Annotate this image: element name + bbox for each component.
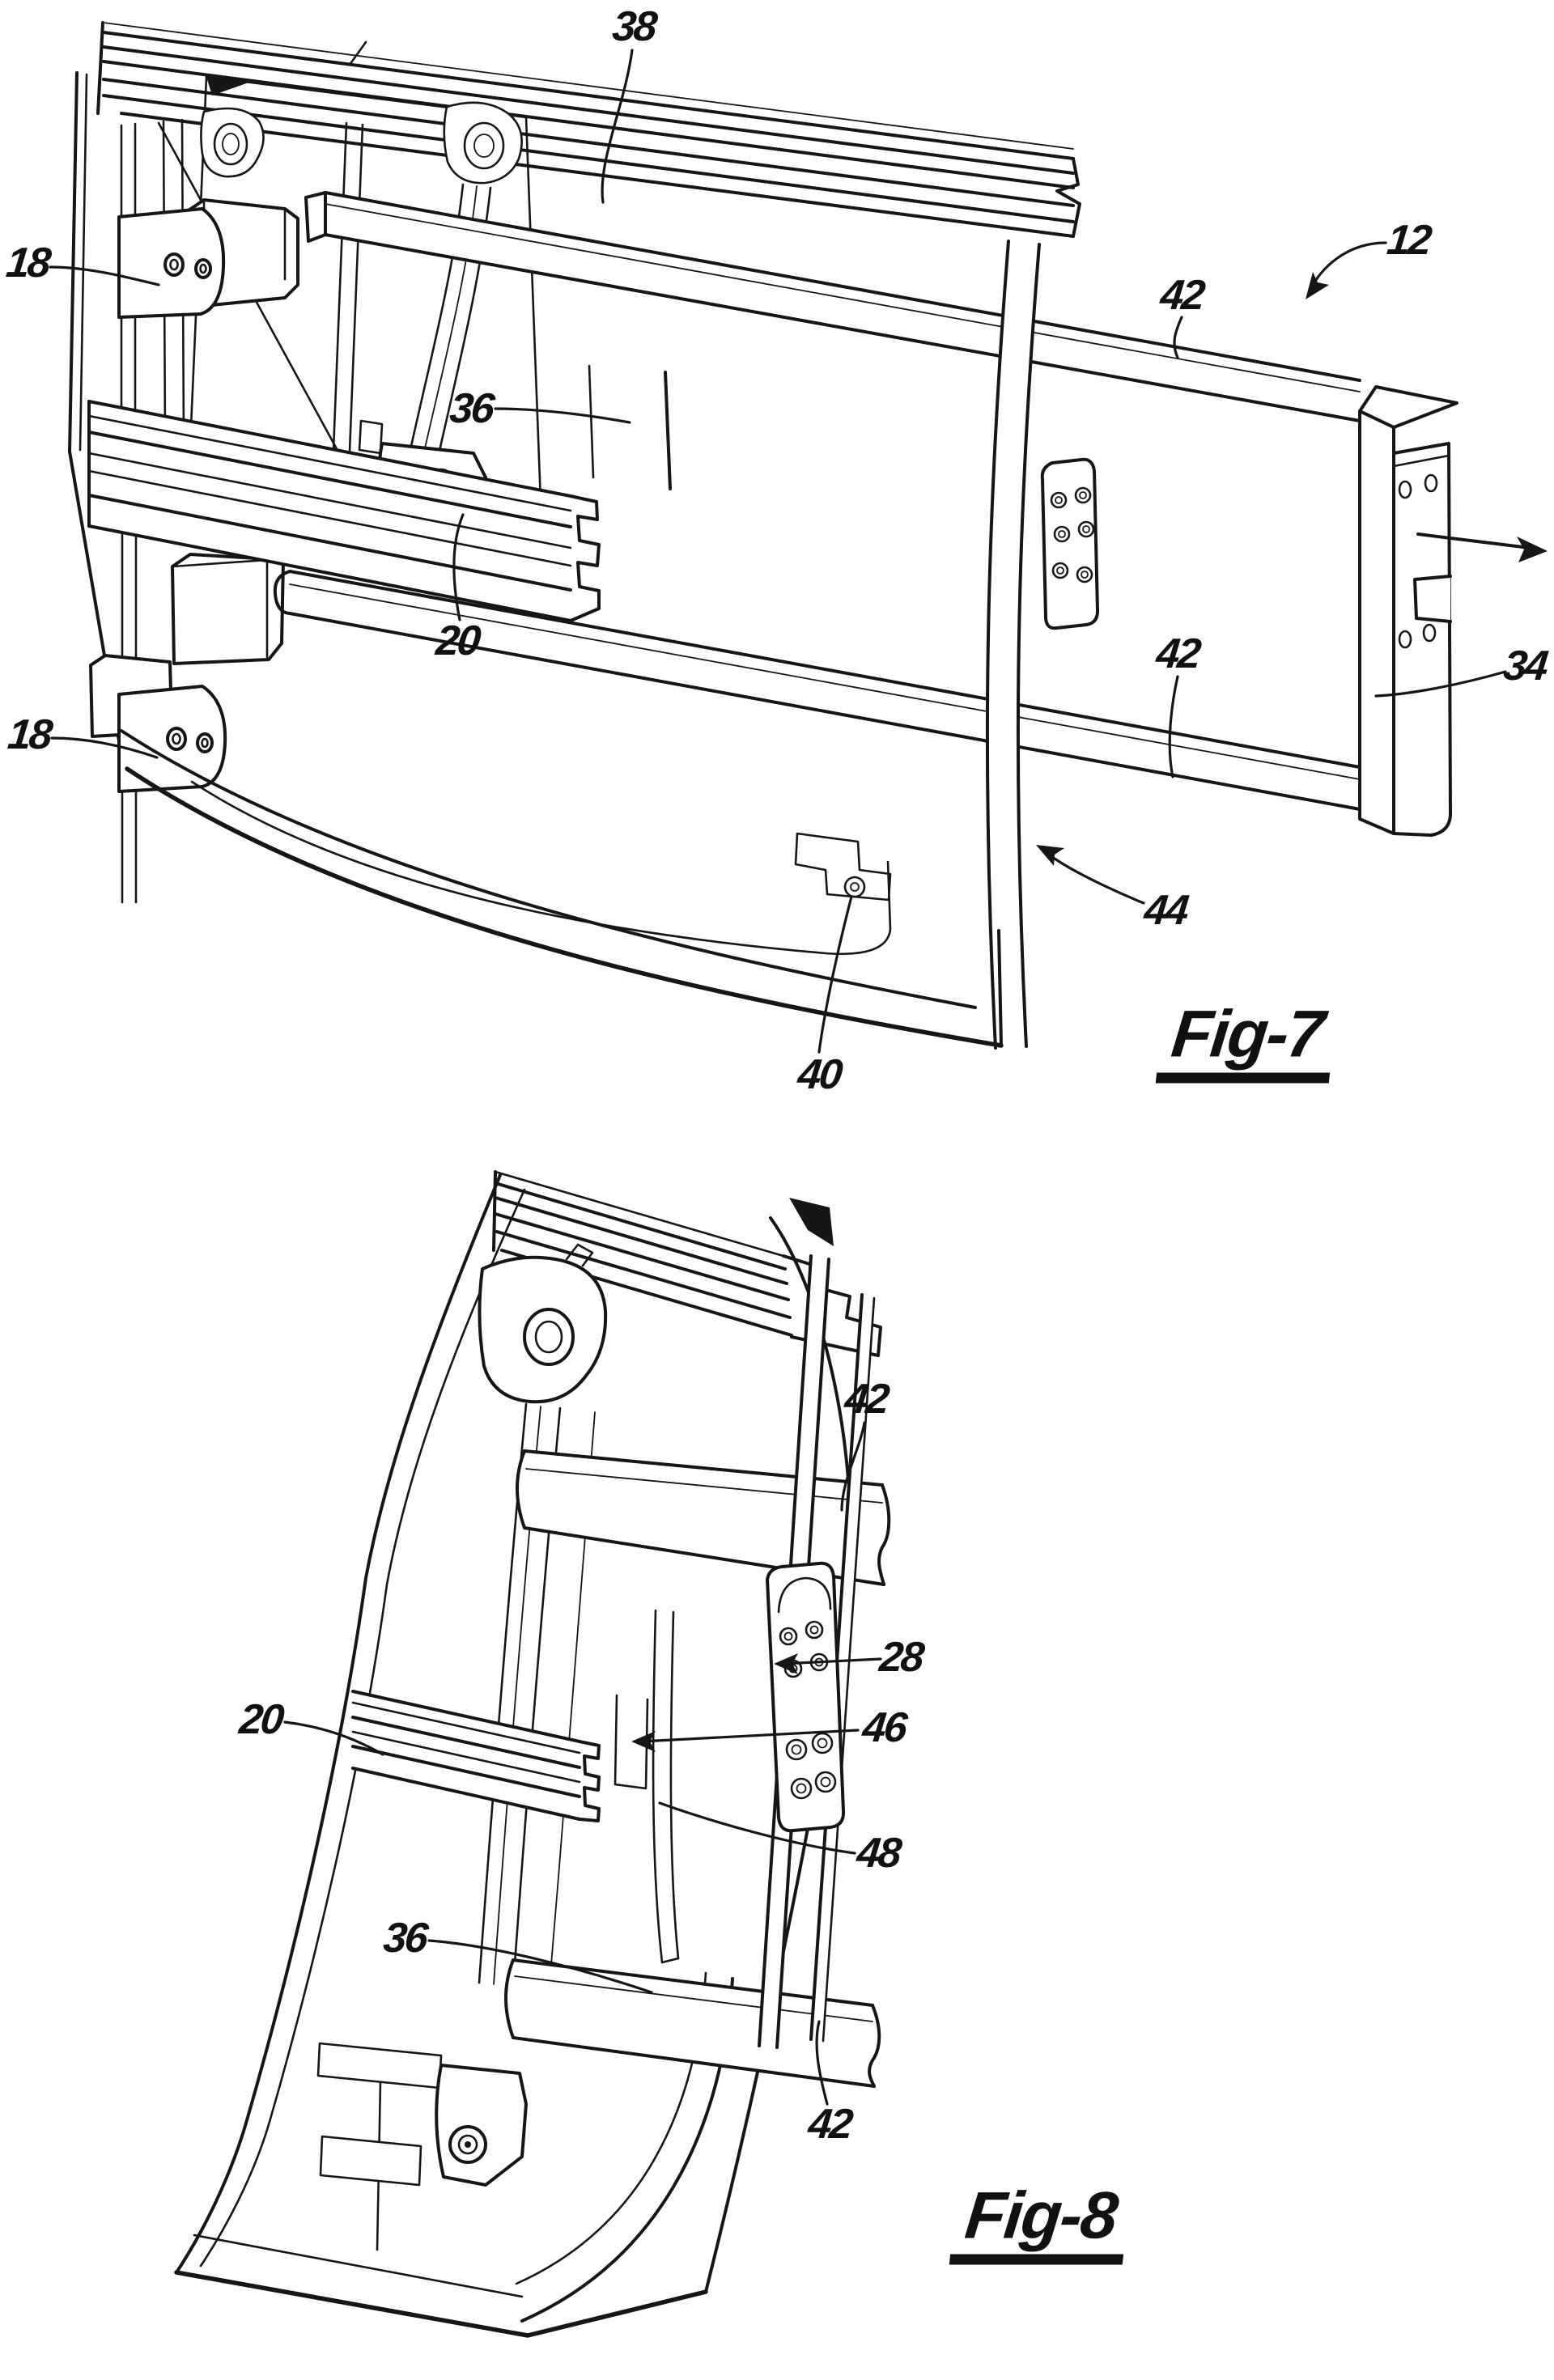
fig8-upper-rail-42 xyxy=(516,1449,891,1586)
lower-rail-42 xyxy=(273,570,1361,811)
fig8-leaders xyxy=(283,1421,882,2106)
door-bottom xyxy=(120,729,1004,1048)
fig8-guide-rail-20 xyxy=(351,1690,601,1822)
direction-arrow xyxy=(1416,532,1548,562)
bolt-plate xyxy=(1040,457,1099,630)
ref-label-38: 38 xyxy=(610,3,657,50)
ref-label-34: 34 xyxy=(1501,643,1548,689)
carrier-34 xyxy=(1358,385,1458,837)
fig7-caption: Fig-7 xyxy=(1155,998,1338,1084)
fig8-regulator-arm xyxy=(478,1243,608,1988)
ref-label-42-fig8-lower: 42 xyxy=(806,2101,853,2148)
fig8-caption: Fig-8 xyxy=(949,2179,1132,2265)
fig8-bottom-bracket xyxy=(316,2042,528,2251)
ref-label-42-fig8-upper: 42 xyxy=(843,1376,890,1423)
ref-label-18-lower: 18 xyxy=(6,711,53,758)
fig7-leaders xyxy=(49,49,1507,1054)
lift-channel-48 xyxy=(614,1609,680,1964)
fig8-glass-run-channel xyxy=(492,1170,882,1357)
lower-hinge-18 xyxy=(89,654,227,793)
fig7-drawing xyxy=(49,21,1548,1054)
bolt-plate-28 xyxy=(766,1561,846,1833)
ref-label-42-upper: 42 xyxy=(1158,272,1205,319)
upper-rail-42 xyxy=(304,191,1361,422)
ref-label-18-upper: 18 xyxy=(4,240,51,286)
ref-label-12: 12 xyxy=(1385,217,1432,264)
regulator-arm xyxy=(200,101,523,463)
fig8-drawing xyxy=(174,1170,891,2338)
ref-label-28: 28 xyxy=(877,1634,924,1681)
pillar-block xyxy=(171,553,285,665)
upper-hinge-18 xyxy=(117,198,299,319)
ref-label-36-fig8: 36 xyxy=(381,1915,428,1962)
ref-label-36: 36 xyxy=(448,385,495,432)
division-bar-44 xyxy=(985,240,1041,1050)
ref-label-20: 20 xyxy=(434,617,481,664)
ref-label-20-fig8: 20 xyxy=(237,1696,284,1743)
ref-label-48: 48 xyxy=(855,1830,902,1877)
ref-label-40: 40 xyxy=(796,1051,843,1098)
glass-run-channel-38 xyxy=(96,21,1081,238)
ref-label-46: 46 xyxy=(860,1704,907,1751)
ref-label-42-lower: 42 xyxy=(1154,630,1201,677)
guide-rail-20 xyxy=(87,400,601,622)
ref-label-44: 44 xyxy=(1142,887,1189,934)
